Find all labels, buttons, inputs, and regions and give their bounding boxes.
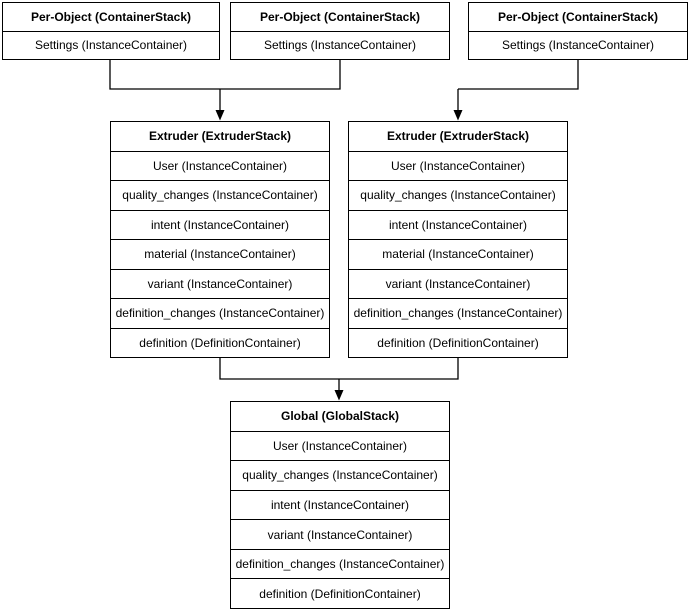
extruder-stack-1-row-material: material (InstanceContainer) (111, 240, 329, 270)
extruder-stack-1-title: Extruder (ExtruderStack) (111, 122, 329, 152)
extruder-stack-2-row-user: User (InstanceContainer) (349, 152, 567, 181)
extruder-stack-2-row-definition: definition (DefinitionContainer) (377, 335, 539, 350)
extruder-stack-1-row-intent: intent (InstanceContainer) (111, 211, 329, 240)
extruder-stack-2: Extruder (ExtruderStack) User (InstanceC… (348, 121, 568, 358)
global-stack-row-definition-changes: definition_changes (InstanceContainer) (231, 550, 449, 580)
extruder-stack-1-row-user: User (InstanceContainer) (111, 152, 329, 181)
extruder-stack-2-row-intent: intent (InstanceContainer) (349, 211, 567, 240)
extruder-stack-1-row-definition-changes: definition_changes (InstanceContainer) (111, 299, 329, 329)
per-object-stack-2-row-settings: Settings (InstanceContainer) (263, 38, 417, 53)
arrowhead-extruder2-icon (453, 110, 463, 121)
connector-perobject12-bus (109, 60, 341, 90)
extruder-stack-1-row-variant: variant (InstanceContainer) (111, 270, 329, 299)
per-object-stack-1: Per-Object (ContainerStack) Settings (In… (2, 2, 220, 60)
global-stack-row-variant: variant (InstanceContainer) (231, 520, 449, 550)
per-object-stack-2-title: Per-Object (ContainerStack) (231, 3, 449, 32)
global-stack-title: Global (GlobalStack) (231, 402, 449, 432)
arrowhead-extruder1-icon (215, 110, 225, 121)
arrowhead-global-icon (334, 390, 344, 401)
global-stack-row-definition: definition (DefinitionContainer) (259, 586, 421, 601)
extruder-stack-2-row-material: material (InstanceContainer) (349, 240, 567, 270)
extruder-stack-1: Extruder (ExtruderStack) User (InstanceC… (110, 121, 330, 358)
per-object-stack-2: Per-Object (ContainerStack) Settings (In… (230, 2, 450, 60)
per-object-stack-3: Per-Object (ContainerStack) Settings (In… (468, 2, 688, 60)
extruder-stack-1-row-definition: definition (DefinitionContainer) (139, 335, 301, 350)
extruder-stack-2-title: Extruder (ExtruderStack) (349, 122, 567, 152)
global-stack-row-intent: intent (InstanceContainer) (231, 491, 449, 521)
per-object-stack-3-title: Per-Object (ContainerStack) (469, 3, 687, 32)
connector-perobject3-bus (458, 60, 579, 90)
extruder-stack-1-row-quality-changes: quality_changes (InstanceContainer) (111, 181, 329, 211)
connector-extruders-bus (219, 358, 459, 380)
per-object-stack-3-row-settings: Settings (InstanceContainer) (501, 38, 655, 53)
global-stack-row-quality-changes: quality_changes (InstanceContainer) (231, 461, 449, 491)
extruder-stack-2-row-quality-changes: quality_changes (InstanceContainer) (349, 181, 567, 211)
global-stack: Global (GlobalStack) User (InstanceConta… (230, 401, 450, 609)
per-object-stack-1-row-settings: Settings (InstanceContainer) (34, 38, 188, 53)
extruder-stack-2-row-definition-changes: definition_changes (InstanceContainer) (349, 299, 567, 329)
global-stack-row-user: User (InstanceContainer) (231, 432, 449, 462)
extruder-stack-2-row-variant: variant (InstanceContainer) (349, 270, 567, 299)
per-object-stack-1-title: Per-Object (ContainerStack) (3, 3, 219, 32)
